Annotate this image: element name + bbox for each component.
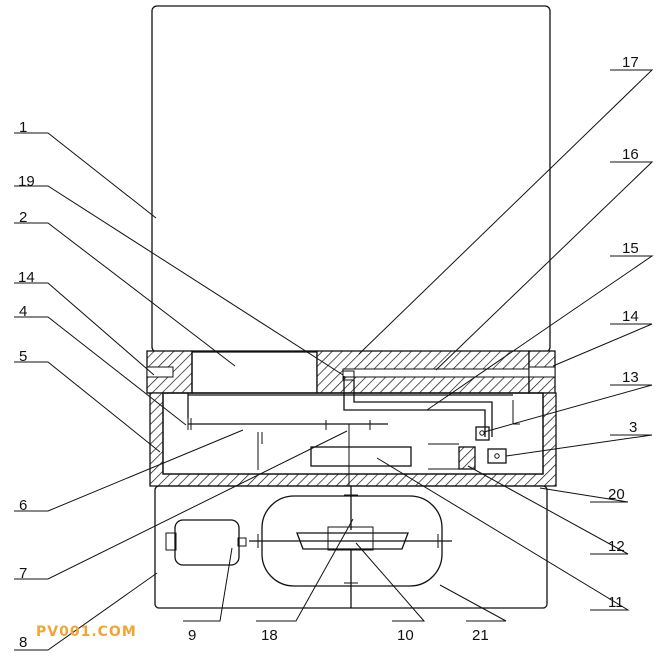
callout-4: 4 bbox=[19, 303, 27, 320]
callout-9: 9 bbox=[188, 627, 196, 644]
callout-13: 13 bbox=[622, 369, 639, 386]
callout-14-right: 14 bbox=[622, 308, 639, 325]
piston-20 bbox=[458, 446, 476, 470]
middle-housing bbox=[149, 392, 557, 487]
right-end-inner bbox=[528, 366, 556, 378]
leader-lines bbox=[14, 69, 654, 651]
callout-2: 2 bbox=[19, 209, 27, 226]
upper-container bbox=[151, 5, 551, 353]
tube-tip bbox=[342, 370, 355, 381]
callout-21: 21 bbox=[472, 627, 489, 644]
callout-1: 1 bbox=[19, 119, 27, 136]
callout-17: 17 bbox=[622, 54, 639, 71]
block-11 bbox=[310, 446, 412, 467]
callout-19: 19 bbox=[18, 173, 35, 190]
callout-3: 3 bbox=[629, 419, 637, 436]
callout-10: 10 bbox=[397, 627, 414, 644]
callout-15: 15 bbox=[622, 240, 639, 257]
motor bbox=[174, 519, 240, 566]
middle-housing-cavity bbox=[162, 392, 544, 475]
watermark: PV001.COM bbox=[36, 624, 137, 640]
valve-13 bbox=[475, 426, 490, 441]
callout-14-left: 14 bbox=[18, 269, 35, 286]
left-end-inner bbox=[146, 366, 174, 378]
callout-5: 5 bbox=[19, 348, 27, 365]
callout-6: 6 bbox=[19, 497, 27, 514]
callout-20: 20 bbox=[608, 486, 625, 503]
slot-opening bbox=[191, 350, 318, 394]
callout-11: 11 bbox=[608, 594, 624, 611]
tube bbox=[343, 376, 493, 437]
callout-18: 18 bbox=[261, 627, 278, 644]
callout-12: 12 bbox=[608, 538, 625, 555]
callout-7: 7 bbox=[19, 565, 27, 582]
plate-channel bbox=[342, 368, 530, 378]
callout-16: 16 bbox=[622, 146, 639, 163]
callout-8: 8 bbox=[19, 634, 27, 651]
